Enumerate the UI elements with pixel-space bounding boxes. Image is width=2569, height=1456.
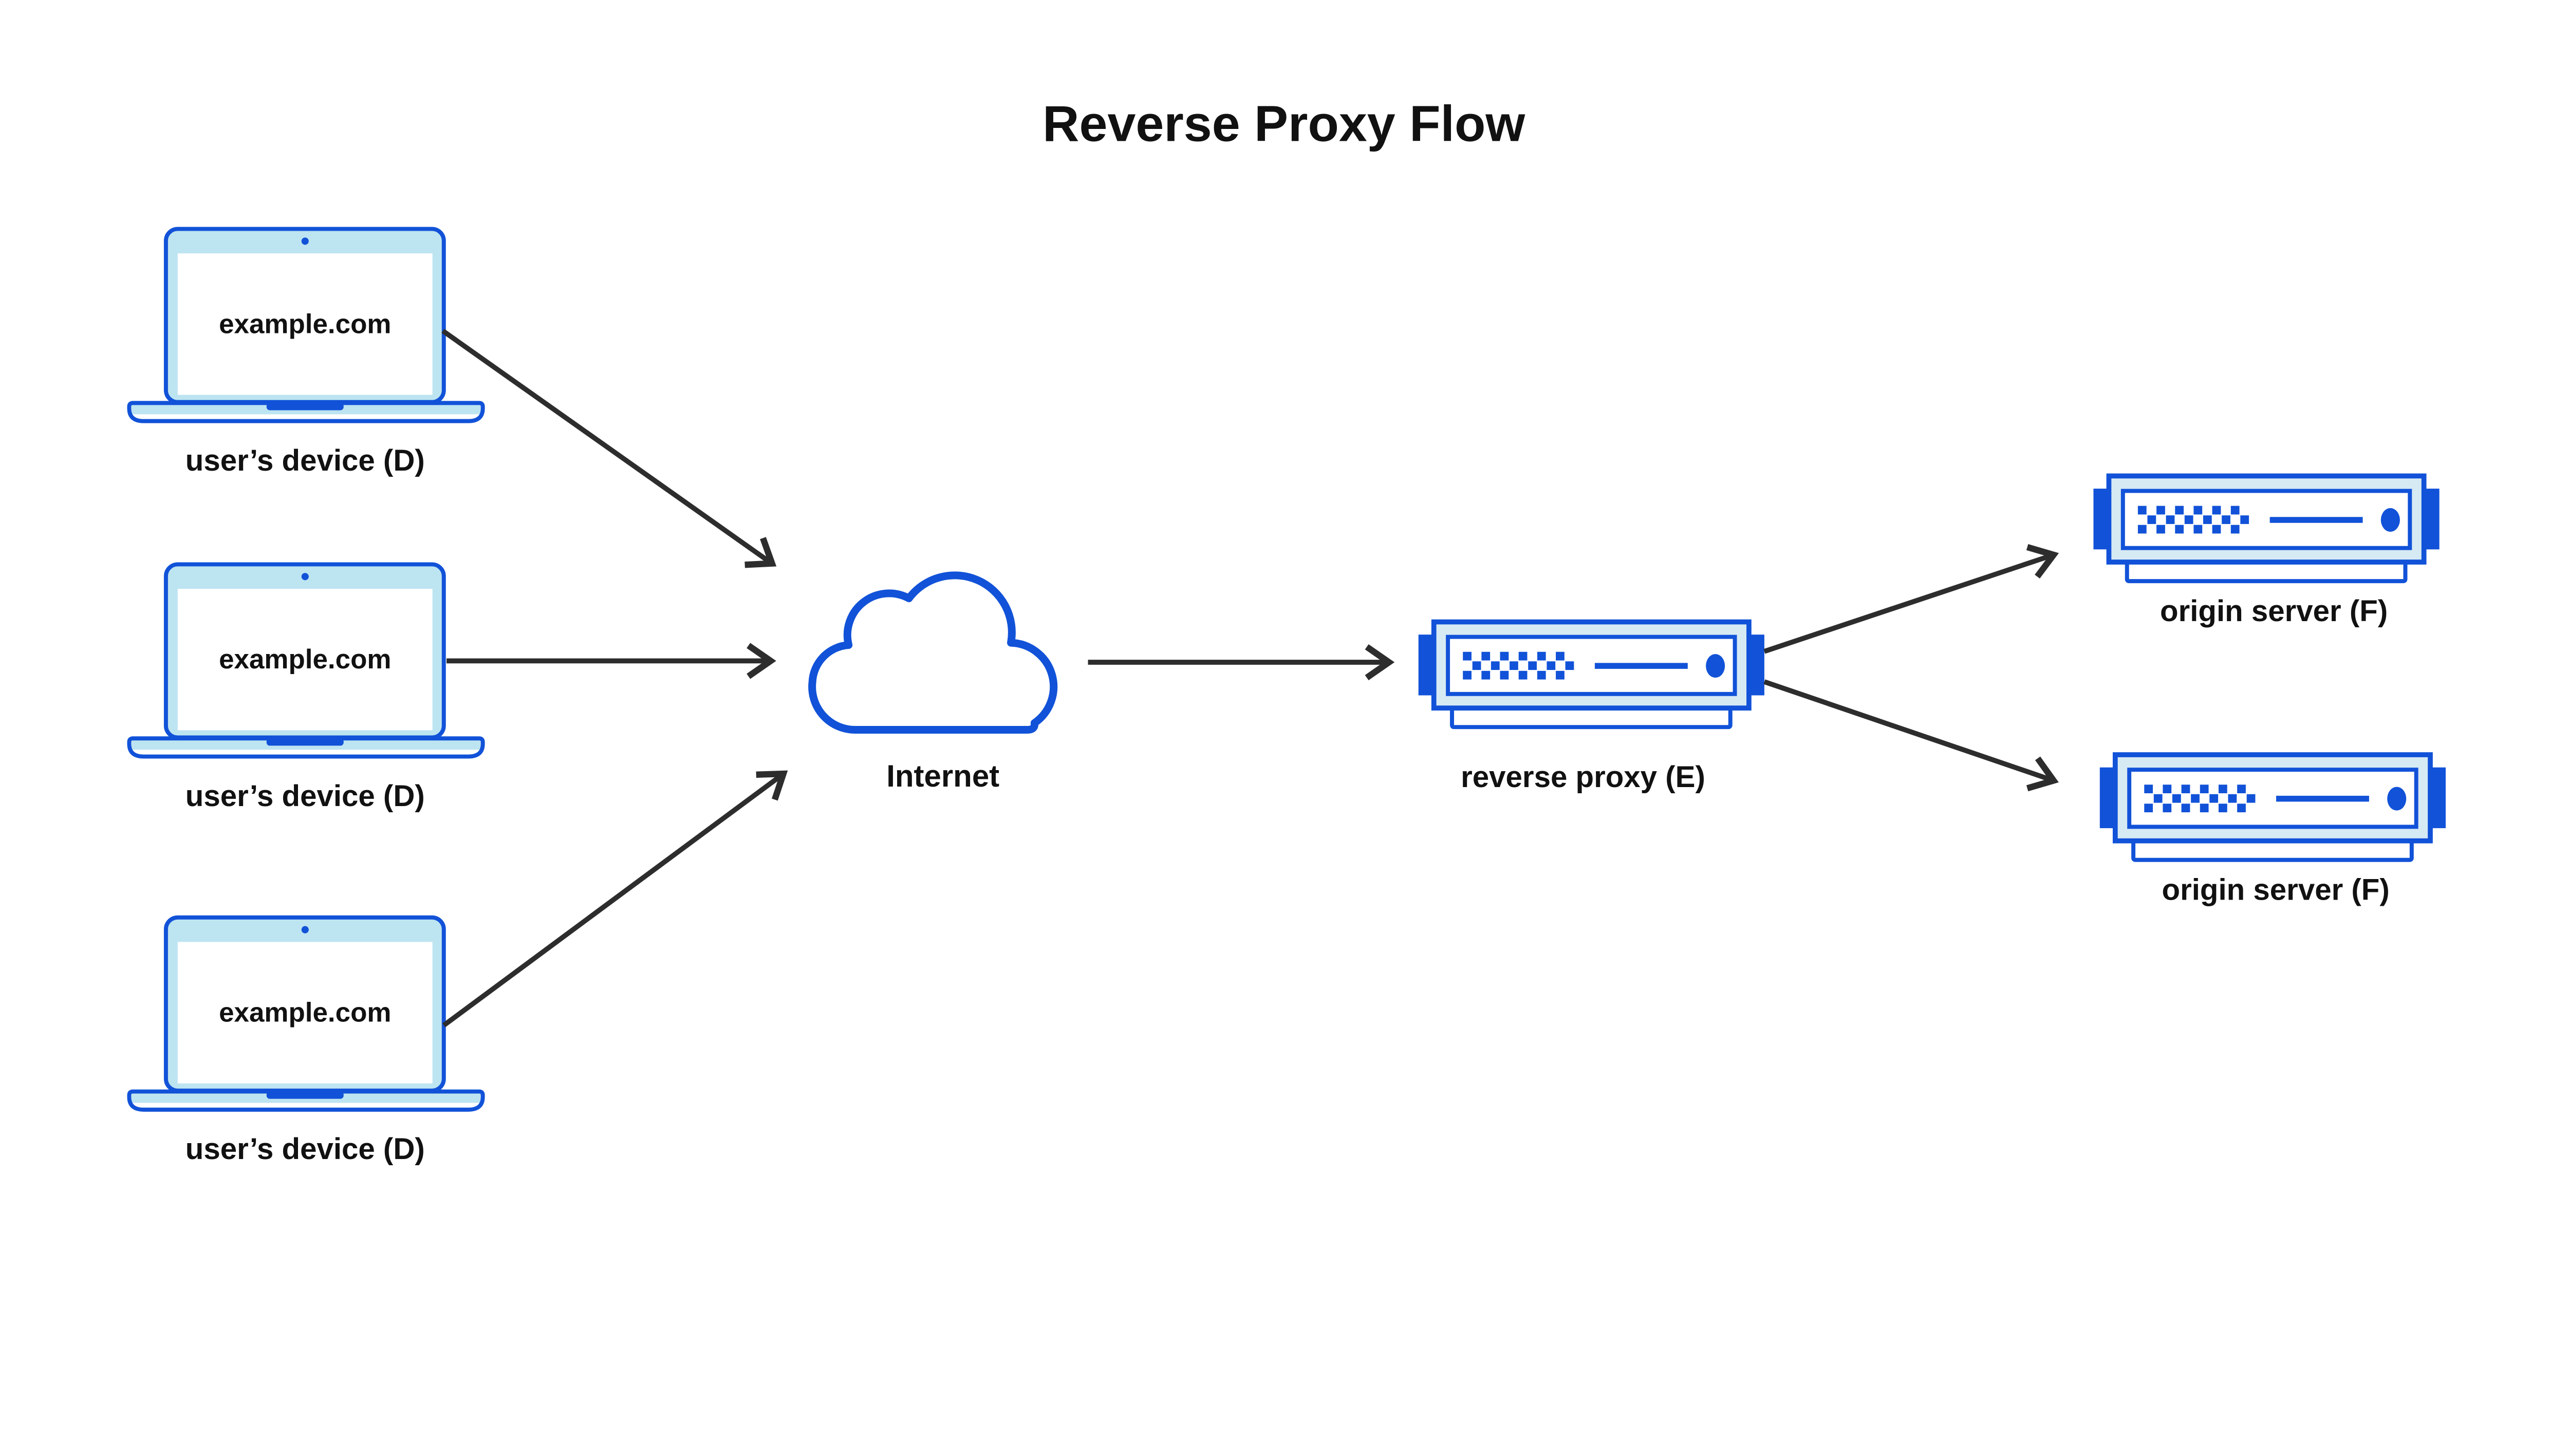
arrow-proxy-to-origin2 xyxy=(1763,679,2059,792)
user-device-node-1: example.com user’s device (D) xyxy=(129,229,482,477)
device-screen-text: example.com xyxy=(219,998,391,1028)
arrowhead-icon xyxy=(1365,644,1395,681)
reverse-proxy-label: reverse proxy (E) xyxy=(1461,760,1705,794)
origin-server-node-2: origin server (F) xyxy=(2100,755,2446,906)
device-label: user’s device (D) xyxy=(185,779,425,813)
reverse-proxy-flow-diagram: Reverse Proxy Flow example.com user’s de… xyxy=(0,95,2569,1166)
arrowhead-icon xyxy=(756,770,788,801)
server-icon xyxy=(2100,755,2446,860)
arrow-device3-to-internet xyxy=(442,770,788,1028)
internet-label: Internet xyxy=(886,759,999,793)
device-screen-text: example.com xyxy=(219,644,391,675)
arrow-device2-to-internet xyxy=(446,643,776,679)
arrow-proxy-to-origin1 xyxy=(1763,544,2059,654)
origin-server-label: origin server (F) xyxy=(2162,873,2390,906)
arrowhead-icon xyxy=(747,643,776,679)
diagram-canvas: Reverse Proxy Flow example.com user’s de… xyxy=(0,95,2569,1166)
device-label: user’s device (D) xyxy=(185,444,425,477)
arrowhead-icon xyxy=(744,537,777,568)
reverse-proxy-node: reverse proxy (E) xyxy=(1419,622,1764,794)
device-label: user’s device (D) xyxy=(185,1132,425,1166)
server-icon xyxy=(1419,622,1764,727)
origin-server-node-1: origin server (F) xyxy=(2093,476,2439,628)
cloud-icon xyxy=(808,571,1058,734)
server-icon xyxy=(2093,476,2439,581)
device-screen-text: example.com xyxy=(219,309,391,339)
page-title: Reverse Proxy Flow xyxy=(1043,95,1525,152)
arrowhead-icon xyxy=(2026,756,2059,792)
arrowhead-icon xyxy=(2026,544,2059,578)
user-device-node-2: example.com user’s device (D) xyxy=(129,564,482,813)
arrow-device1-to-internet xyxy=(441,329,777,568)
internet-node: Internet xyxy=(808,571,1058,793)
origin-server-label: origin server (F) xyxy=(2160,594,2388,628)
arrow-internet-to-proxy xyxy=(1088,644,1395,681)
user-device-node-3: example.com user’s device (D) xyxy=(129,918,482,1166)
